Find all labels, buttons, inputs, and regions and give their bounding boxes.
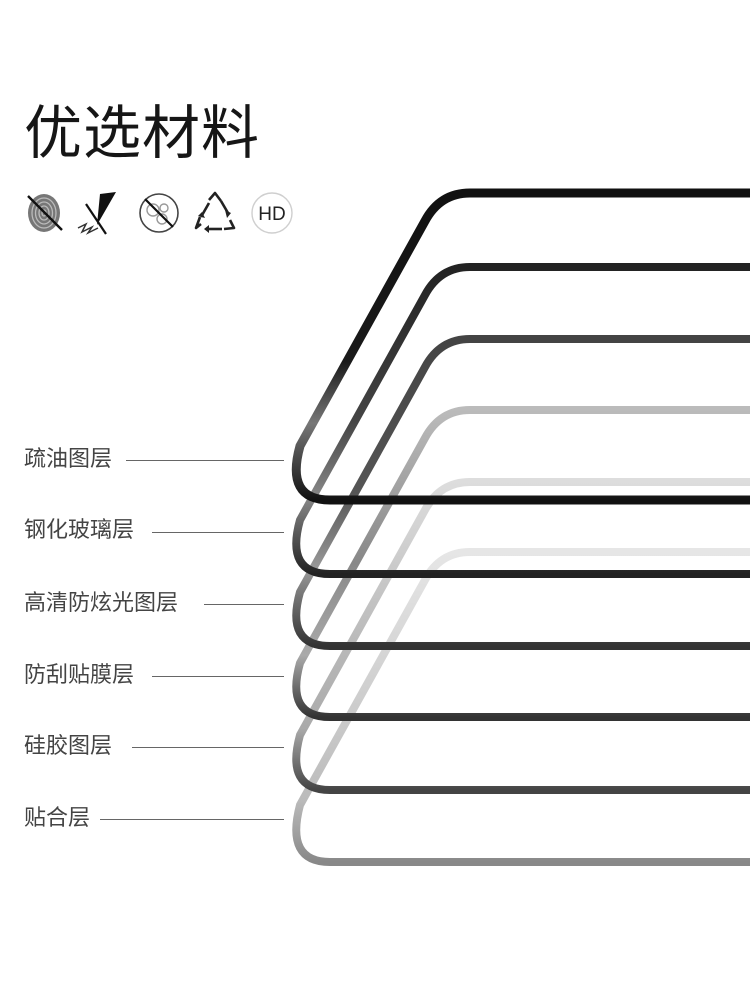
leader-line	[100, 819, 284, 820]
layer-shape-1	[291, 188, 750, 505]
layer-shape-2	[292, 263, 750, 578]
anti-scratch-icon	[76, 190, 122, 236]
leader-line	[132, 747, 284, 748]
anti-fingerprint-icon	[22, 190, 68, 236]
layer-label-oleophobic: 疏油图层	[24, 447, 113, 472]
layer-label-hd-anti-glare: 高清防炫光图层	[24, 591, 179, 616]
layer-shape-5	[292, 478, 750, 794]
layer-label-adhesive: 贴合层	[24, 806, 91, 831]
page-title: 优选材料	[24, 99, 261, 167]
recycle-icon	[192, 190, 238, 236]
anti-bubble-icon	[136, 190, 182, 236]
hd-icon-text: HD	[258, 204, 285, 225]
layer-label-silicone: 硅胶图层	[24, 734, 113, 759]
leader-line	[204, 604, 284, 605]
leader-line	[152, 676, 284, 677]
layer-label-tempered-glass: 钢化玻璃层	[24, 518, 135, 543]
layer-label-anti-scratch-film: 防刮贴膜层	[24, 663, 135, 688]
leader-line	[126, 460, 284, 461]
leader-line	[152, 532, 284, 533]
layer-shape-3	[292, 335, 750, 650]
layer-shape-4	[292, 406, 750, 721]
hd-icon: HD	[249, 190, 295, 236]
layer-shape-6	[292, 548, 750, 866]
